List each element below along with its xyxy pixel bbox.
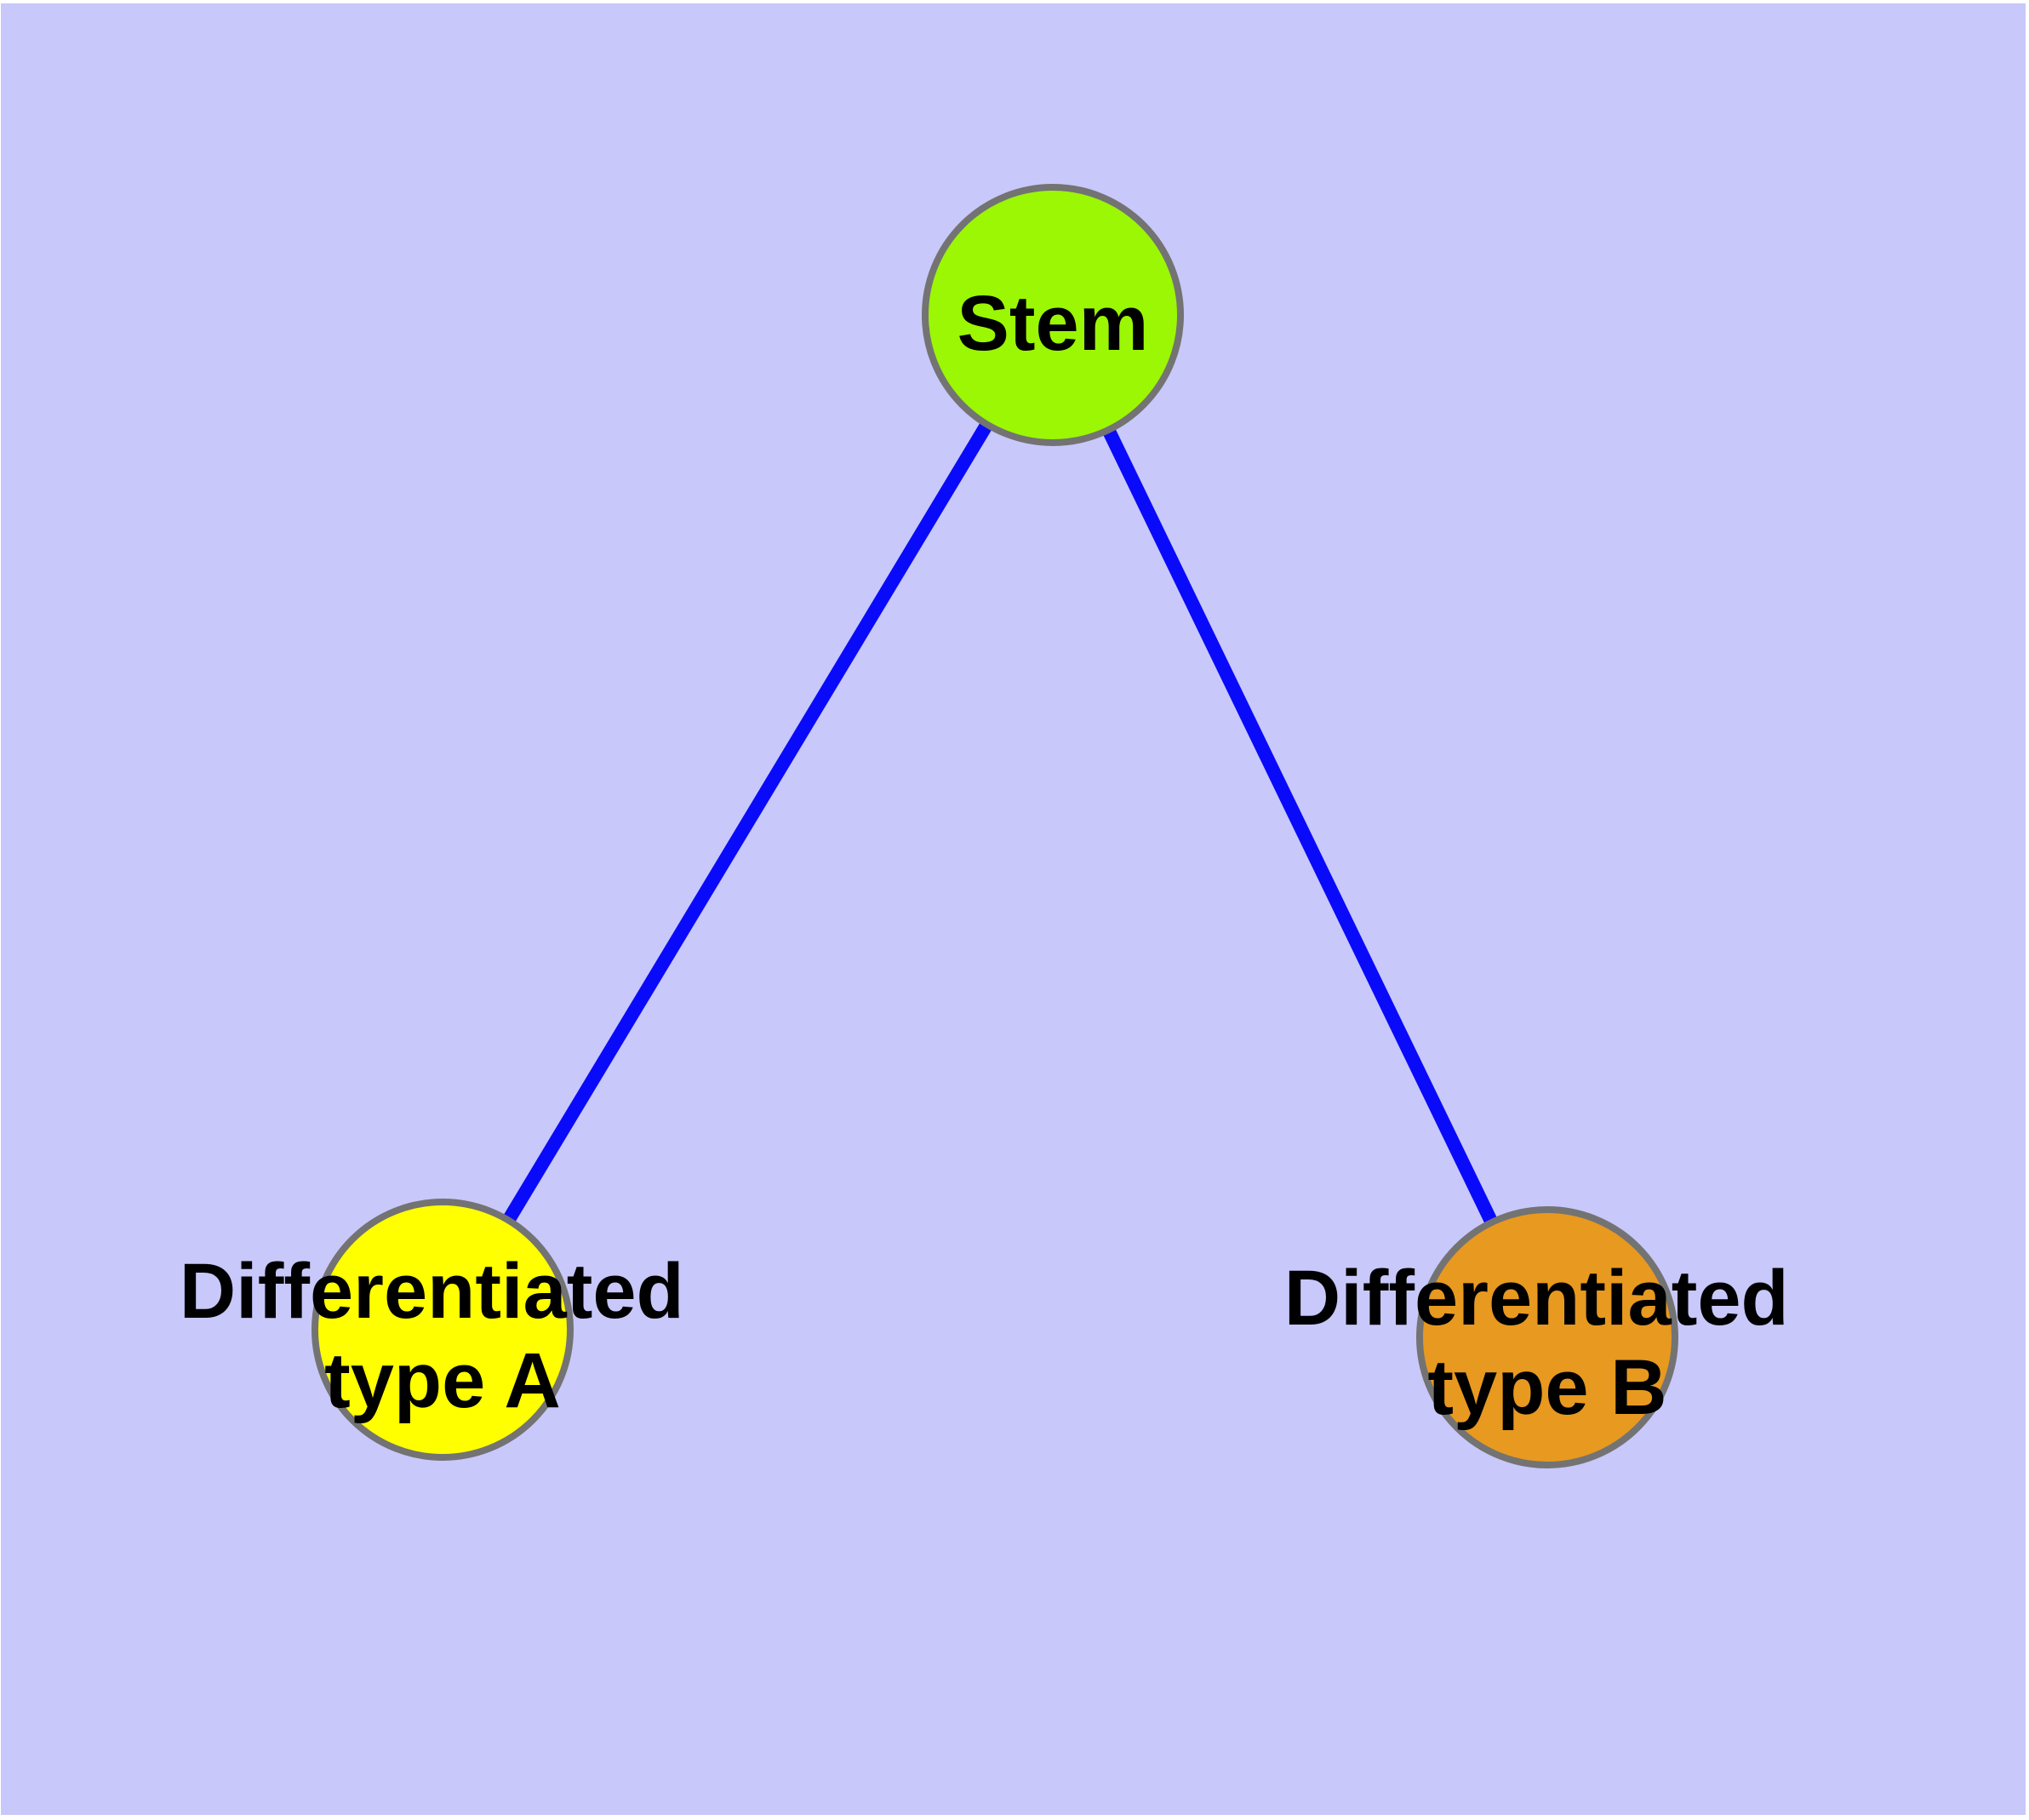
node-differentiated-type-a-label-line2: type A (324, 1337, 561, 1424)
node-differentiated-type-a-label-line1: Differentiated (180, 1248, 684, 1335)
node-differentiated-type-b-label-line2: type B (1427, 1344, 1666, 1431)
edge-stem-to-type-b (1046, 312, 1554, 1341)
node-differentiated-type-a-label: Differentiated type A (180, 1248, 706, 1424)
node-differentiated-type-b-label: Differentiated type B (1284, 1255, 1811, 1431)
node-differentiated-type-a (311, 1199, 574, 1461)
edge-stem-to-type-a (437, 311, 1059, 1334)
node-differentiated-type-b-label-line1: Differentiated (1284, 1255, 1789, 1342)
node-stem-label: Stem (957, 280, 1149, 367)
node-stem (922, 184, 1184, 446)
node-differentiated-type-b (1416, 1206, 1678, 1468)
